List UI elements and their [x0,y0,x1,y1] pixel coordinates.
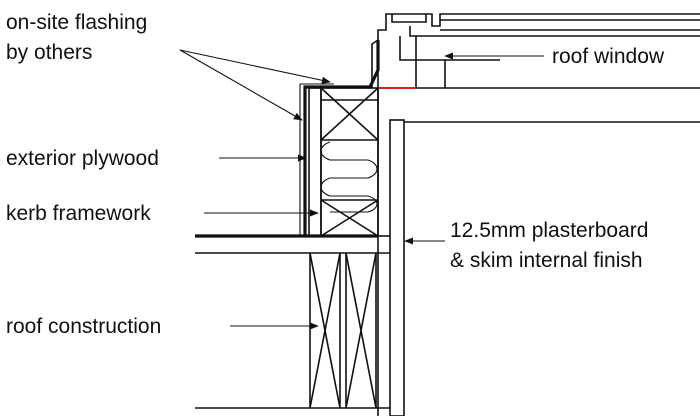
leader-lines [179,49,544,330]
label-roof-window: roof window [552,45,665,68]
label-plasterboard-line1: 12.5mm plasterboard [450,219,648,242]
roof-construction [195,252,390,409]
label-kerb-framework: kerb framework [6,202,151,225]
roof-deck [195,234,390,254]
label-flashing-line2: by others [6,41,92,64]
kerb-framework [308,87,405,416]
label-exterior-plywood: exterior plywood [6,147,159,170]
label-roof-construction: roof construction [6,315,161,338]
flashing [299,40,380,236]
label-flashing-line1: on-site flashing [6,11,147,34]
label-plasterboard-line2: & skim internal finish [450,249,643,272]
roof-window-frame [371,13,700,123]
